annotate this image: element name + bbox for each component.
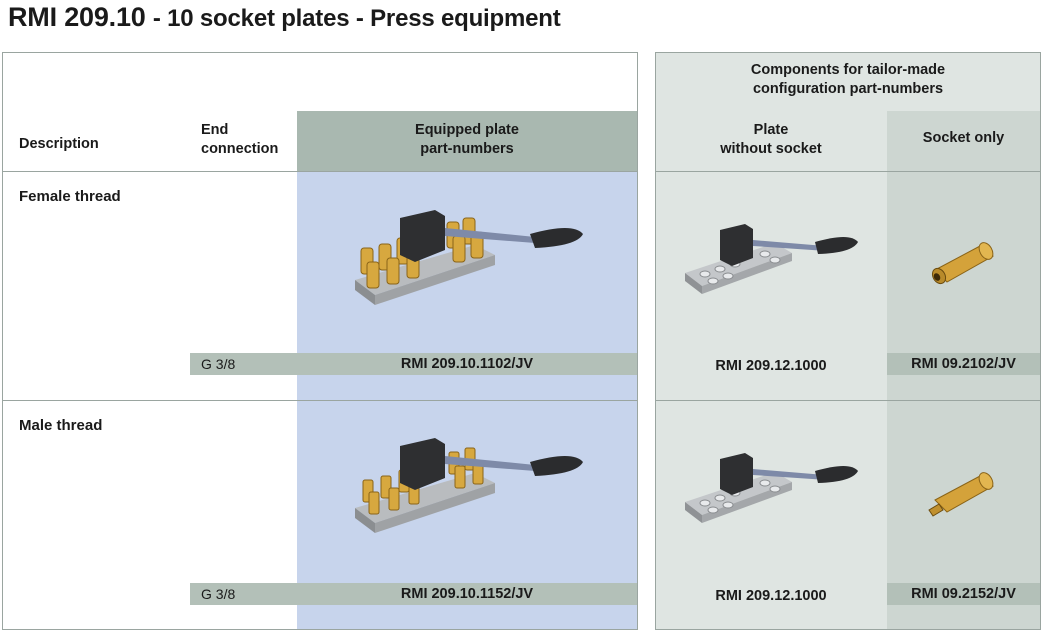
row-1-plate-pn: RMI 209.12.1000 bbox=[715, 358, 827, 374]
header-equipped-line1: Equipped plate bbox=[415, 122, 519, 138]
row-2-equipped-pn: RMI 209.10.1152/JV bbox=[400, 586, 534, 602]
header-components-line1: Components for tailor-made bbox=[750, 62, 946, 78]
row-2-description: Male thread bbox=[19, 417, 103, 434]
row-2-socket-bar bbox=[887, 583, 1040, 605]
header-end-connection-line2: connection bbox=[201, 141, 279, 157]
equipped-plate-image bbox=[345, 428, 595, 553]
row-2-plate-pn: RMI 209.12.1000 bbox=[715, 588, 827, 604]
left-table-frame bbox=[2, 52, 638, 630]
row-1-socket-bar bbox=[887, 353, 1040, 375]
left-divider-top bbox=[2, 171, 638, 172]
row-1-equipped-pn: RMI 209.10.1102/JV bbox=[400, 356, 534, 372]
row-2-end-connection: G 3/8 bbox=[201, 586, 236, 602]
header-components: Components for tailor-made configuration… bbox=[655, 60, 1041, 100]
right-divider-mid bbox=[655, 400, 1041, 401]
header-end-connection: End connection bbox=[201, 121, 278, 159]
title-main: RMI 209.10 bbox=[8, 2, 146, 32]
header-end-connection-line1: End bbox=[201, 122, 229, 138]
page-title: RMI 209.10 - 10 socket plates - Press eq… bbox=[8, 2, 561, 33]
row-1-socket-pn: RMI 09.2102/JV bbox=[911, 356, 1016, 372]
socket-image bbox=[925, 468, 1000, 523]
left-divider-mid bbox=[2, 400, 638, 401]
right-divider-top bbox=[655, 171, 1041, 172]
header-components-line2: configuration part-numbers bbox=[752, 81, 944, 97]
header-equipped-line2: part-numbers bbox=[420, 141, 514, 157]
plate-without-socket-image bbox=[680, 218, 860, 308]
row-2-socket-pn: RMI 09.2152/JV bbox=[911, 586, 1016, 602]
header-plate-line1: Plate bbox=[753, 122, 789, 138]
header-plate: Plate without socket bbox=[655, 111, 887, 169]
header-equipped: Equipped plate part-numbers bbox=[297, 111, 637, 169]
header-description: Description bbox=[19, 136, 99, 152]
title-rest: - 10 socket plates - Press equipment bbox=[152, 5, 561, 32]
socket-image bbox=[925, 238, 1000, 293]
row-2-connection-bar bbox=[190, 583, 637, 605]
row-1-end-connection: G 3/8 bbox=[201, 356, 236, 372]
row-1-description: Female thread bbox=[19, 188, 121, 205]
header-socket-only: Socket only bbox=[922, 130, 1005, 146]
plate-without-socket-image bbox=[680, 447, 860, 537]
header-plate-line2: without socket bbox=[720, 141, 822, 157]
row-1-connection-bar bbox=[190, 353, 637, 375]
equipped-header-band bbox=[297, 111, 637, 172]
equipped-plate-image bbox=[345, 200, 595, 325]
